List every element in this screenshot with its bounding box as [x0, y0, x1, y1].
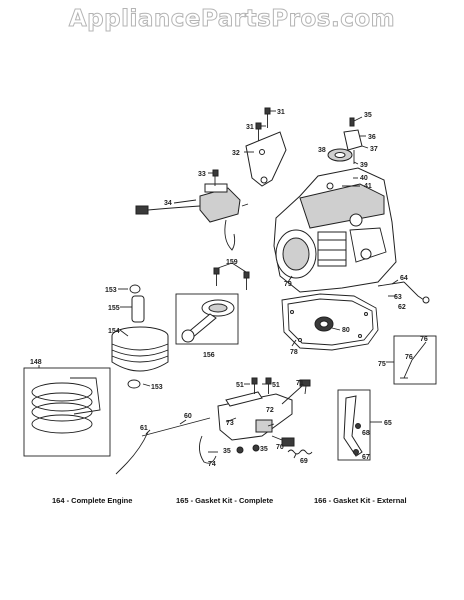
- callout-68: 68: [362, 430, 370, 437]
- callout-73: 73: [226, 420, 234, 427]
- callout-35-c: 35: [223, 448, 231, 455]
- callout-80: 80: [342, 327, 350, 334]
- callout-153-b: 153: [151, 384, 163, 391]
- callout-71: 71: [296, 380, 304, 387]
- callout-31-b: 31: [246, 124, 254, 131]
- kit-label-gasket-kit-external: 166 - Gasket Kit - External: [314, 496, 407, 505]
- callout-40: 40: [360, 175, 368, 182]
- governor-lever-part-65[interactable]: [337, 389, 371, 461]
- callout-78: 78: [290, 349, 298, 356]
- callout-41: 41: [364, 183, 372, 190]
- callout-36: 36: [368, 134, 376, 141]
- screws-part-35[interactable]: [236, 444, 260, 454]
- callout-79: 79: [284, 281, 292, 288]
- callout-39: 39: [360, 162, 368, 169]
- callout-75: 75: [378, 361, 386, 368]
- callout-76-b: 76: [405, 354, 413, 361]
- callout-35: 35: [364, 112, 372, 119]
- bolts-part-51[interactable]: [251, 377, 272, 394]
- callout-156: 156: [203, 352, 215, 359]
- piston-part-154[interactable]: [111, 326, 169, 372]
- callout-155: 155: [108, 305, 120, 312]
- throttle-link-part-61[interactable]: [115, 431, 149, 475]
- callout-67: 67: [362, 454, 370, 461]
- callout-63: 63: [394, 294, 402, 301]
- leader-lines: [38, 110, 399, 459]
- callout-37: 37: [370, 146, 378, 153]
- callout-31: 31: [277, 109, 285, 116]
- piston-ring-set-part-148[interactable]: [23, 367, 111, 457]
- kit-label-gasket-kit-complete: 165 - Gasket Kit - Complete: [176, 496, 274, 505]
- callout-51-b: 51: [272, 382, 280, 389]
- control-bracket-part-72[interactable]: [217, 379, 311, 441]
- oil-seal-part-80[interactable]: [314, 316, 334, 332]
- watermark: AppliancePartsPros.com: [68, 6, 396, 33]
- callout-60: 60: [184, 413, 192, 420]
- callout-72: 72: [266, 407, 274, 414]
- piston-pin-part-155[interactable]: [131, 295, 145, 323]
- spring-part-69[interactable]: [287, 449, 313, 455]
- callout-32: 32: [232, 150, 240, 157]
- kit-label-complete-engine: 164 - Complete Engine: [52, 496, 133, 505]
- callout-74: 74: [208, 461, 216, 468]
- callout-35-d: 35: [260, 446, 268, 453]
- bolts-part-159[interactable]: [213, 267, 250, 290]
- callout-51: 51: [236, 382, 244, 389]
- engine-block-part-79[interactable]: [273, 167, 397, 293]
- callout-65: 65: [384, 420, 392, 427]
- governor-rod-part-64[interactable]: [377, 281, 430, 304]
- callout-64: 64: [400, 275, 408, 282]
- callout-34: 34: [164, 200, 172, 207]
- callout-76: 76: [420, 336, 428, 343]
- callout-159: 159: [226, 259, 238, 266]
- callout-154: 154: [108, 328, 120, 335]
- callout-153: 153: [105, 287, 117, 294]
- callout-69: 69: [300, 458, 308, 465]
- bracket-part-32[interactable]: [245, 131, 287, 187]
- link-rod-part-75[interactable]: [393, 335, 437, 385]
- connecting-rod-part-156[interactable]: [175, 293, 239, 345]
- ignition-coil-part-34[interactable]: [135, 183, 249, 251]
- circlip-part-153-lower[interactable]: [127, 379, 141, 389]
- callout-38: 38: [318, 147, 326, 154]
- callout-33: 33: [198, 171, 206, 178]
- callout-148: 148: [30, 359, 42, 366]
- circlip-part-153[interactable]: [129, 284, 141, 294]
- choke-cable-part-60[interactable]: [141, 417, 211, 437]
- callout-62: 62: [398, 304, 406, 311]
- crankcase-gasket-part-78[interactable]: [281, 293, 379, 351]
- callout-70: 70: [276, 444, 284, 451]
- ground-wire-part-74[interactable]: [199, 435, 217, 464]
- callout-61: 61: [140, 425, 148, 432]
- governor-parts-35-40[interactable]: [327, 117, 363, 182]
- bolt-part-31[interactable]: [255, 107, 271, 141]
- callout-labels: 31 31 35 36 37 38 39 40 41 32 33 34 159 …: [30, 109, 428, 468]
- switch-part-70[interactable]: [281, 437, 295, 447]
